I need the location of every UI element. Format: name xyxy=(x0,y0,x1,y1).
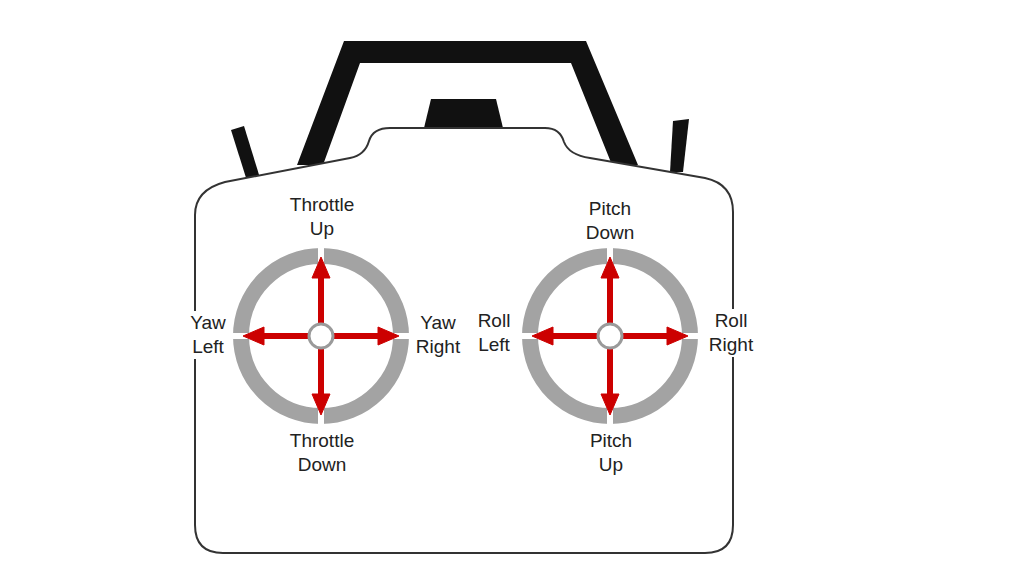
transmitter-body xyxy=(195,128,733,553)
handle-block xyxy=(424,99,503,128)
control-label: Pitch Up xyxy=(588,429,634,477)
left-stick xyxy=(229,244,413,428)
control-label: Pitch Down xyxy=(584,197,637,245)
toggle-switch xyxy=(670,119,689,172)
control-label: Roll Right xyxy=(707,309,755,357)
control-label: Roll Left xyxy=(476,309,513,357)
toggle-switch xyxy=(231,126,260,181)
control-label: Yaw Right xyxy=(414,311,462,359)
control-label: Throttle Up xyxy=(288,193,356,241)
right-stick xyxy=(518,244,702,428)
control-label: Yaw Left xyxy=(188,311,228,359)
control-label: Throttle Down xyxy=(288,429,356,477)
